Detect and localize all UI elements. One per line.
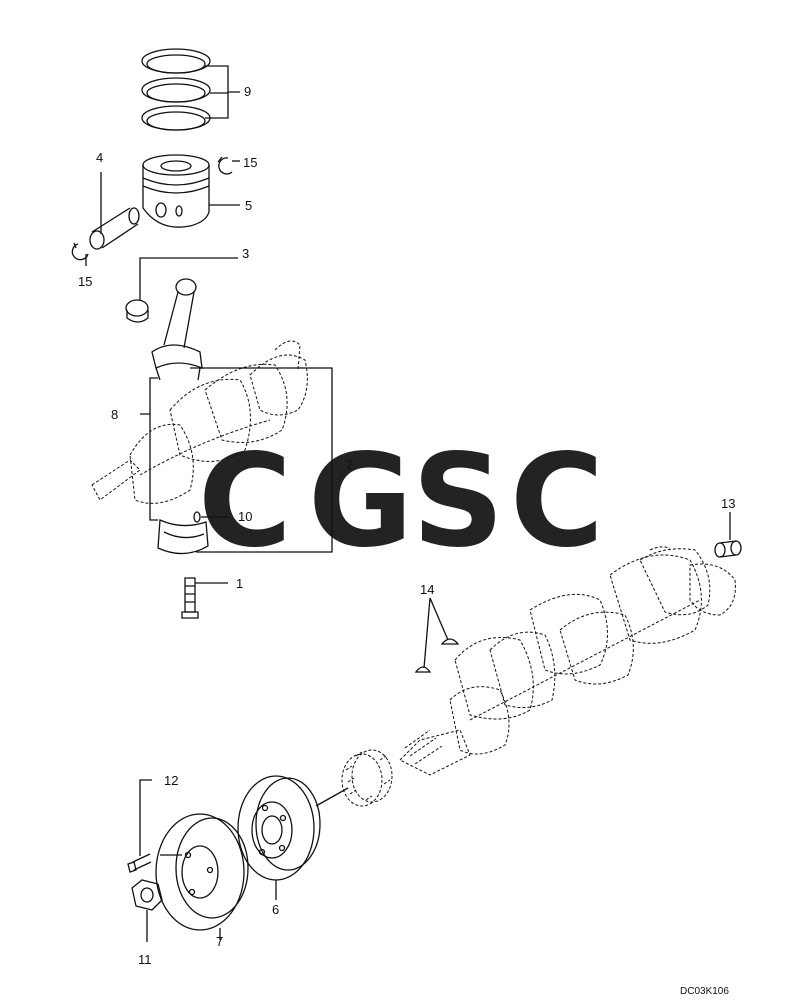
callout-15-left: 15	[78, 274, 92, 289]
piston-pin	[89, 172, 140, 250]
callout-5: 5	[245, 198, 252, 213]
dowel-pin	[714, 512, 742, 558]
circlips	[71, 156, 240, 266]
connecting-rod	[125, 257, 238, 381]
callout-15-top: 15	[243, 155, 257, 170]
watermark-letter-3: S	[412, 427, 504, 576]
pulley-bolt	[127, 779, 182, 873]
lower-bearing-cap	[157, 511, 230, 555]
callout-4: 4	[96, 150, 103, 165]
callout-13: 13	[721, 496, 735, 511]
callout-11: 11	[138, 952, 152, 967]
bearing-bracket	[140, 377, 158, 521]
callouts: 9 15 4 5 3 15 8 2 10 13 1 14 12 6 7 11 D…	[78, 84, 735, 997]
crankshaft-lower-dashed	[399, 546, 736, 776]
callout-6: 6	[272, 902, 279, 917]
callout-3: 3	[242, 246, 249, 261]
callout-9: 9	[244, 84, 251, 99]
watermark-letter-2: G	[308, 427, 413, 576]
piston-rings	[141, 48, 240, 131]
damper-pulley	[155, 813, 249, 940]
crank-pulley	[237, 775, 349, 900]
woodruff-keys	[414, 597, 460, 673]
crankshaft-upper-dashed	[91, 340, 308, 504]
bearing-box	[190, 367, 333, 553]
piston	[142, 154, 240, 228]
callout-2: 2	[346, 457, 353, 472]
rod-bolt	[181, 577, 228, 619]
callout-8: 8	[111, 407, 118, 422]
pulley-nut	[131, 879, 163, 942]
callout-12: 12	[164, 773, 178, 788]
callout-14: 14	[420, 582, 434, 597]
callout-1: 1	[236, 576, 243, 591]
watermark: C G S C	[198, 427, 604, 576]
callout-7: 7	[216, 934, 223, 949]
callout-10: 10	[238, 509, 252, 524]
watermark-letter-1: C	[198, 427, 292, 576]
watermark-letter-4: C	[510, 427, 604, 576]
drawing-code: DC03K106	[680, 986, 729, 997]
timing-gear-dashed	[341, 749, 393, 807]
